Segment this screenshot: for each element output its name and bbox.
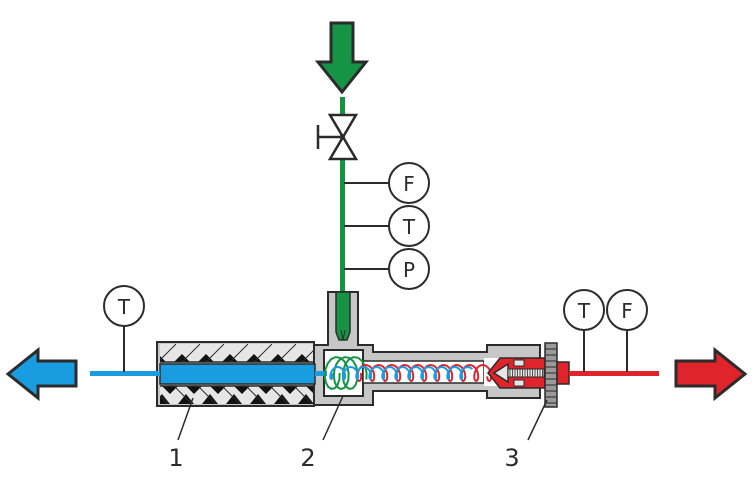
callout-label: 3 [504,444,519,472]
insulation-block [270,354,286,362]
hot-outlet-section: T F [563,289,748,402]
cold-outlet-section: T [5,285,160,402]
insulation-block [198,354,214,362]
callout-label: 1 [168,444,183,472]
inlet-pipe [340,97,345,292]
gauge-label: T [402,215,416,239]
insulation-block [174,354,190,362]
gauge-label: F [621,299,633,323]
insulation-block [222,354,238,362]
hot-outlet-pipe [569,371,659,376]
callout-label: 2 [300,444,315,472]
cold-outlet-arrow-icon [5,346,78,402]
inlet-flow-gauge: F [344,162,430,204]
inlet-section: F T P [314,21,430,292]
insulation-block [234,386,250,394]
insulation-bottom [160,386,313,404]
insulation-block [210,386,226,394]
hot-temperature-gauge: T [563,289,605,372]
inlet-pressure-gauge: P [344,248,430,290]
vortex-flow [323,356,493,390]
cold-tube-assembly [156,341,327,407]
insulation-block [246,354,262,362]
insulation-top [160,344,313,362]
insulation-block [294,354,310,362]
callout-1: 1 [168,397,194,472]
cold-temperature-gauge: T [103,285,145,372]
gate-valve-icon[interactable] [316,113,359,161]
cold-outlet-pipe [90,371,160,376]
insulation-block [282,386,298,394]
gauge-label: F [403,172,415,196]
gauge-label: T [117,295,131,319]
insulation-block [160,356,166,362]
callout-3: 3 [504,399,548,472]
callout-2: 2 [300,395,344,472]
inlet-temperature-gauge: T [344,205,430,247]
insulation-block [258,386,274,394]
hot-outlet-arrow-icon [674,346,748,402]
insulation-block [162,386,178,394]
insulation-block [160,394,170,404]
insulation-block [186,386,202,394]
hot-flow-gauge: F [606,289,648,372]
hot-end-valve[interactable] [487,342,570,408]
gauge-label: P [403,258,415,282]
gauge-label: T [577,299,591,323]
inlet-arrow-icon [314,21,370,95]
cold-tube [159,363,316,385]
insulation-block [306,386,313,393]
